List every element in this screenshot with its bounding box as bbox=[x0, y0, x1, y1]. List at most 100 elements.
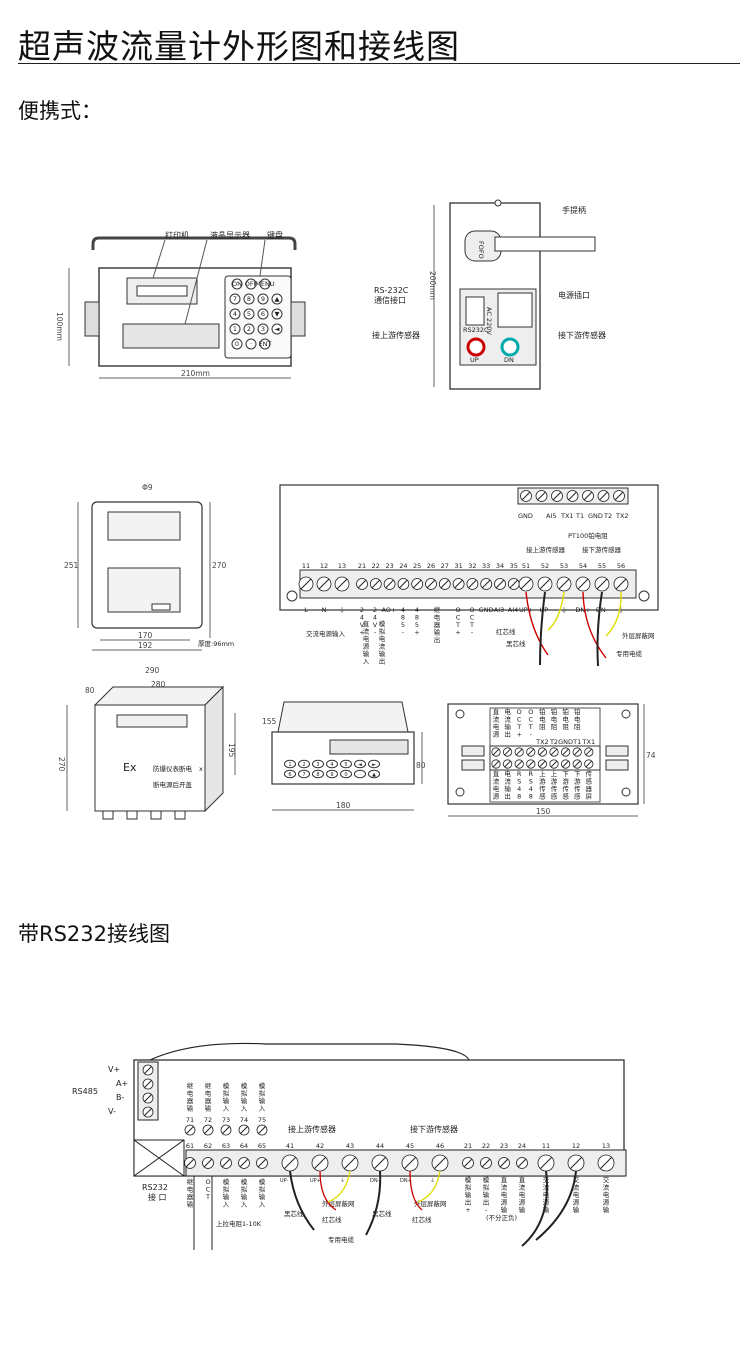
terminal-bottom-label-char: V bbox=[373, 621, 378, 629]
keypad-key[interactable] bbox=[229, 293, 241, 305]
rs-low-col-label-char: O bbox=[205, 1178, 210, 1186]
terminal-screw-slot bbox=[596, 578, 608, 590]
terminal-screw bbox=[383, 578, 396, 590]
rs-low-col-label-char: 入 bbox=[259, 1201, 266, 1209]
rear-bottom-label-char: 感 bbox=[539, 792, 546, 801]
keypad-key[interactable] bbox=[231, 278, 243, 290]
panel-key[interactable] bbox=[284, 759, 296, 769]
keypad-key[interactable] bbox=[259, 278, 271, 290]
keypad-key[interactable] bbox=[271, 308, 283, 320]
keypad-key[interactable] bbox=[245, 278, 257, 290]
side-height-dim: 200mm bbox=[428, 271, 437, 300]
rear-top-label-char: 阻 bbox=[574, 722, 581, 731]
rs-top-screw bbox=[184, 1124, 196, 1136]
rs-top-col-label-char: 模 bbox=[223, 1081, 230, 1090]
keypad-key[interactable] bbox=[257, 308, 269, 320]
ac-input-label: 交流电源输入 bbox=[306, 629, 346, 638]
panel-key[interactable] bbox=[284, 769, 296, 779]
dc-input-label-char: 流 bbox=[363, 627, 370, 636]
rs-top-screw bbox=[256, 1124, 268, 1136]
panel-key[interactable] bbox=[368, 769, 380, 779]
rs-top-screw-slot bbox=[186, 1126, 194, 1134]
panel-key[interactable] bbox=[354, 759, 366, 769]
rs-terminal-screw-slot bbox=[314, 1157, 326, 1169]
keypad-key[interactable] bbox=[243, 323, 255, 335]
keypad-key[interactable] bbox=[257, 323, 269, 335]
rs-num: 46 bbox=[436, 1142, 444, 1150]
rear-top-label-char: 输 bbox=[504, 722, 511, 731]
keypad-key[interactable] bbox=[271, 293, 283, 305]
keypad-key[interactable] bbox=[229, 308, 241, 320]
keypad-key[interactable] bbox=[257, 293, 269, 305]
keypad-key[interactable] bbox=[271, 323, 283, 335]
rs-low-col-label-char: 模 bbox=[259, 1177, 266, 1186]
rs-down-label: 接下游传感器 bbox=[410, 1124, 458, 1134]
terminal-screw-slot bbox=[300, 578, 312, 590]
keypad-key[interactable] bbox=[243, 293, 255, 305]
rear-bottom-label-char: 屏 bbox=[586, 793, 593, 801]
terminal-bottom-label-char: 2 bbox=[373, 606, 377, 614]
terminal-bottom-label-char: + bbox=[455, 629, 460, 637]
terminal-bottom-label-char: 4 bbox=[360, 614, 364, 622]
terminal-number: 13 bbox=[338, 562, 346, 570]
panel-key[interactable] bbox=[298, 769, 310, 779]
rs-right-col-label-char: 拟 bbox=[465, 1183, 472, 1192]
terminal-bottom-label-char: 2 bbox=[360, 606, 364, 614]
panel-key[interactable] bbox=[326, 769, 338, 779]
keypad-key[interactable] bbox=[229, 323, 241, 335]
rs-top-screw-slot bbox=[240, 1126, 248, 1134]
terminal-bottom-label-char: + bbox=[414, 629, 419, 637]
terminal-number: 26 bbox=[427, 562, 435, 570]
cable-gland bbox=[150, 810, 162, 820]
panel-key[interactable] bbox=[326, 759, 338, 769]
top-terminal-screw bbox=[520, 490, 532, 502]
rear-bottom-label-char: 传 bbox=[551, 784, 558, 793]
exp-w1-dim: 290 bbox=[145, 666, 160, 675]
panel-key[interactable] bbox=[354, 769, 366, 779]
panel-key[interactable] bbox=[340, 759, 352, 769]
rs-right-col-label: 交流电源输 bbox=[573, 1175, 580, 1214]
keypad-key[interactable] bbox=[231, 338, 243, 350]
terminal-screw-slot bbox=[426, 579, 436, 589]
rear-top-label-char: 流 bbox=[504, 715, 511, 724]
rear-bottom-label-char: 4 bbox=[529, 785, 533, 793]
panel-key[interactable] bbox=[298, 759, 310, 769]
rs-right-col-label-char: 电 bbox=[519, 1190, 526, 1199]
panel-key-label: ◄ bbox=[358, 762, 362, 768]
rear-side-port bbox=[461, 759, 485, 771]
rear-width-dim: 150 bbox=[536, 807, 551, 816]
panel-key[interactable] bbox=[312, 759, 324, 769]
panel-key[interactable] bbox=[340, 769, 352, 779]
rs-right-col-label-char: + bbox=[465, 1206, 470, 1214]
analog-out-label-char: 流 bbox=[379, 642, 386, 651]
dc-input-label-char: 输 bbox=[363, 649, 370, 658]
keypad-key[interactable] bbox=[259, 338, 271, 350]
panel-key[interactable] bbox=[368, 759, 380, 769]
keypad-key[interactable] bbox=[245, 338, 257, 350]
rs-right-col-label-char: 源 bbox=[519, 1198, 526, 1207]
rs-sensor-label: DN+ bbox=[400, 1178, 412, 1184]
rear-screw-bottom bbox=[502, 759, 513, 769]
rear-top-code: T2 bbox=[549, 738, 558, 746]
handle-label: 手提柄 bbox=[562, 205, 586, 215]
panel-key[interactable] bbox=[312, 769, 324, 779]
terminal-screw-slot bbox=[454, 579, 463, 589]
top-terminal-screw-slot bbox=[537, 491, 546, 501]
rs-right-col-label-char: 流 bbox=[573, 1183, 580, 1192]
keypad-key[interactable] bbox=[243, 308, 255, 320]
terminal-bottom-label-char: - bbox=[471, 629, 474, 637]
keypad-key-label: 3 bbox=[261, 325, 265, 333]
pin-v-minus: V- bbox=[108, 1107, 116, 1116]
rs-wire-3 bbox=[327, 1170, 351, 1203]
wall-w2-dim: 192 bbox=[138, 641, 153, 650]
terminal-screw bbox=[452, 578, 465, 590]
rs-terminal-screw bbox=[371, 1154, 389, 1172]
rear-top-label-char: 电 bbox=[562, 715, 569, 724]
page-title: 超声波流量计外形图和接线图 bbox=[18, 27, 460, 66]
terminal-bottom-label-char: T bbox=[455, 621, 460, 629]
rear-bottom-label-char: 感 bbox=[574, 792, 581, 801]
panel-key-label: ► bbox=[372, 762, 376, 768]
rear-top-code: T1 bbox=[572, 738, 581, 746]
top-terminal-row bbox=[517, 487, 629, 505]
